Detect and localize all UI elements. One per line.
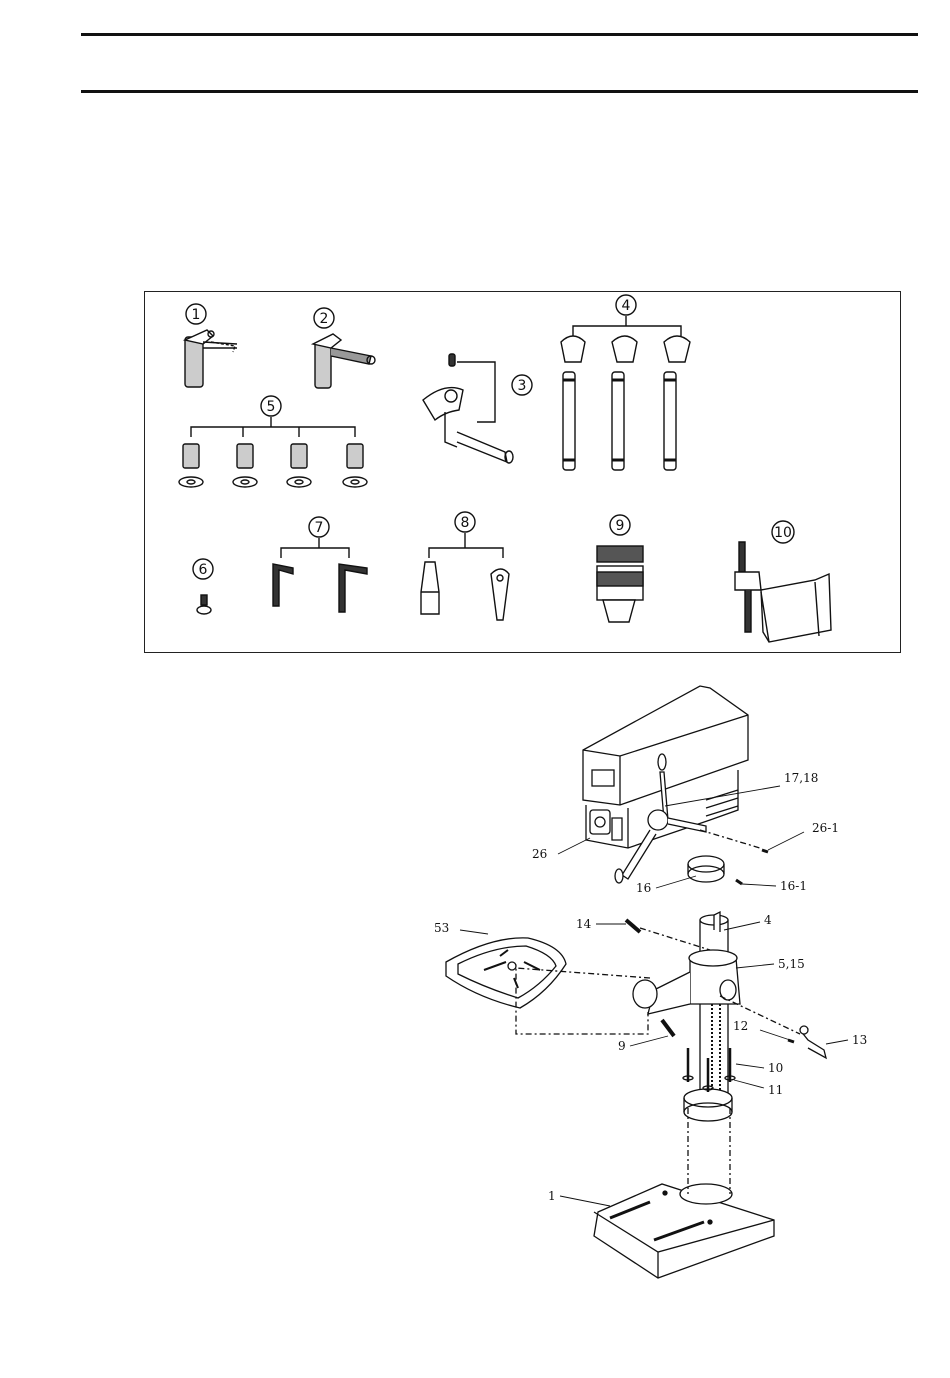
label-17-18: 17,18: [784, 771, 818, 785]
base-drawing: [594, 1184, 774, 1278]
label-12: 12: [733, 1019, 748, 1033]
label-5-15: 5,15: [778, 957, 805, 971]
label-4: 4: [764, 913, 772, 927]
label-16: 16: [636, 881, 651, 895]
label-26: 26: [532, 847, 547, 861]
label-16-1: 16-1: [780, 879, 807, 893]
work-table-drawing: [446, 938, 566, 1008]
label-26-1: 26-1: [812, 821, 839, 835]
column-base-drawing: [683, 1048, 735, 1121]
label-9: 9: [618, 1039, 626, 1053]
label-14: 14: [576, 917, 592, 931]
label-53: 53: [434, 921, 449, 935]
label-13: 13: [852, 1033, 867, 1047]
label-10: 10: [768, 1061, 783, 1075]
table-bracket-drawing: [633, 950, 740, 1014]
label-11: 11: [768, 1083, 783, 1097]
label-1: 1: [548, 1189, 556, 1203]
